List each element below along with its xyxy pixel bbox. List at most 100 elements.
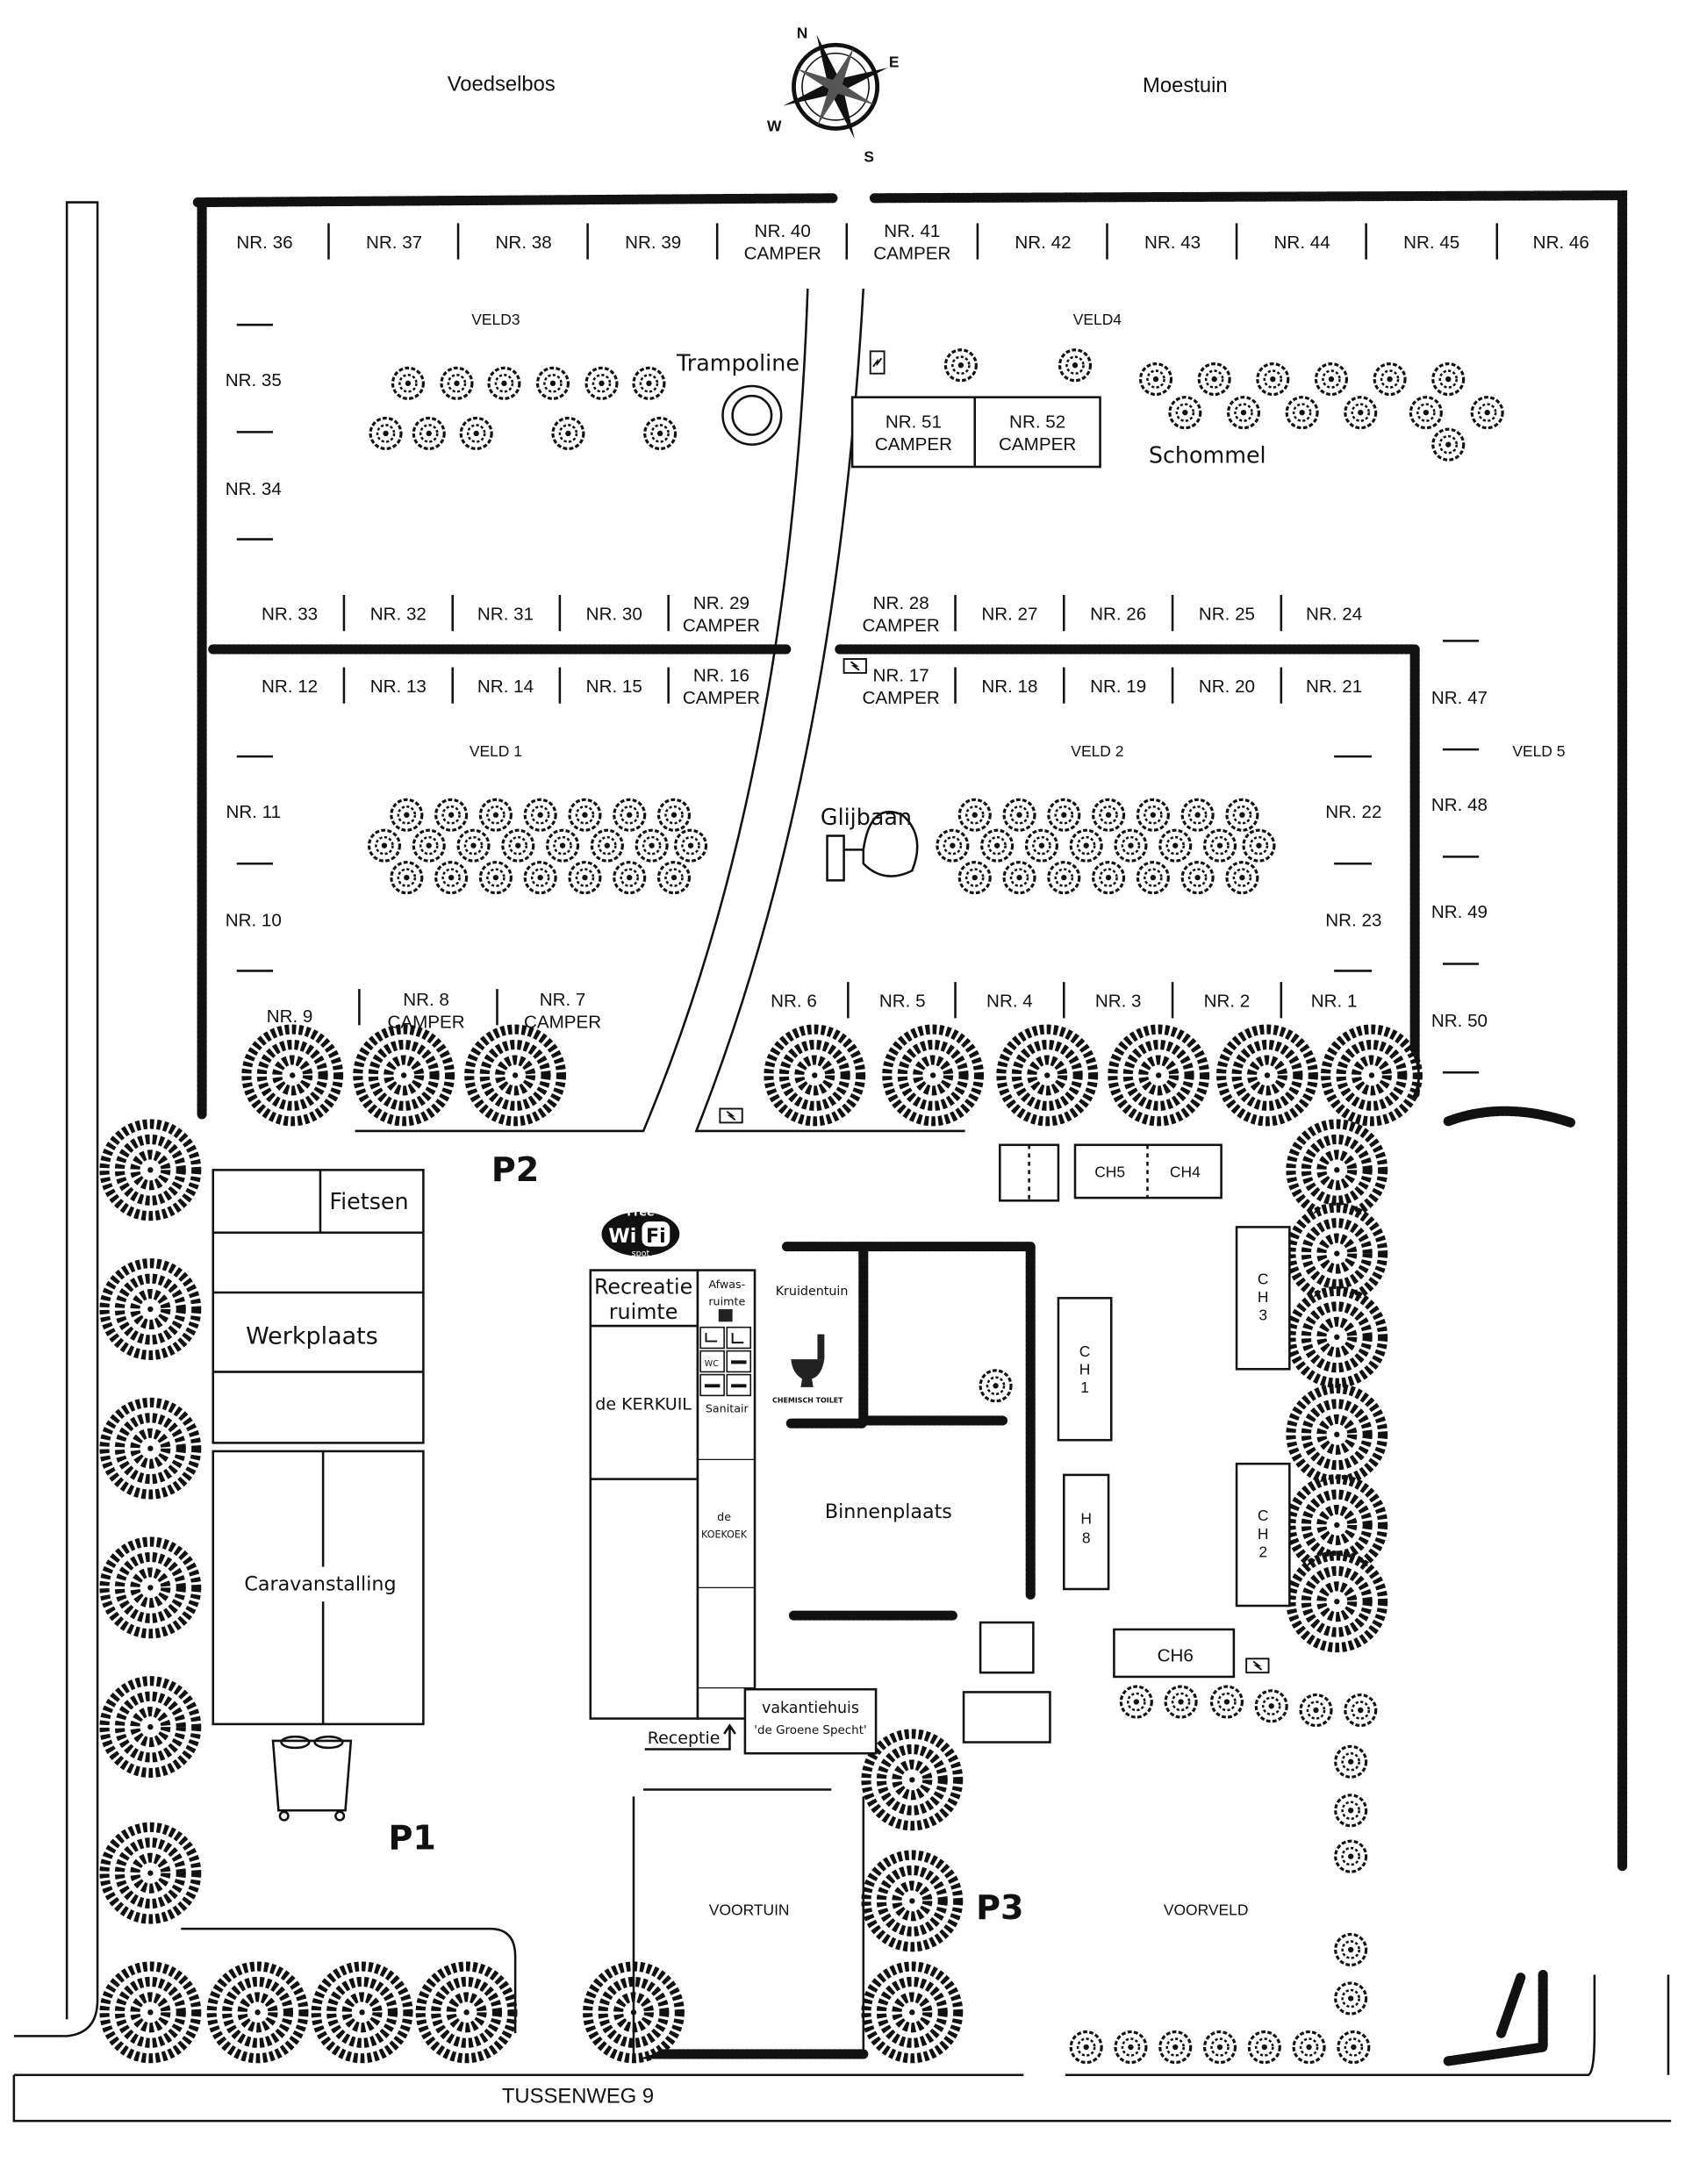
vakantiehuis-label: vakantiehuis [762,1700,859,1717]
electricity-icon [869,350,886,375]
voortuin-outline [632,1788,865,2054]
pitch-48[interactable]: NR. 48 [1431,795,1488,815]
pitch-22[interactable]: NR. 22 [1325,802,1381,822]
pitch-dividers [236,223,1499,1074]
koekoek-label: KOEKOEK [701,1529,748,1540]
arrow-up-icon [644,1723,736,1751]
pitch-26[interactable]: NR. 26 [1090,605,1146,625]
pitch-9[interactable]: NR. 9 [267,1006,313,1027]
pitch-20[interactable]: NR. 20 [1199,677,1255,697]
pitch-34[interactable]: NR. 34 [226,479,282,499]
recreatie-label: Recreatie [594,1275,692,1300]
groene-specht-label: 'de Groene Specht' [754,1723,866,1737]
schommel-label: Schommel [1149,441,1266,468]
dishwashing-icon [718,1309,733,1322]
parking-p3: P3 [976,1888,1023,1927]
pitch-3[interactable]: NR. 3 [1095,992,1142,1012]
pitch-19[interactable]: NR. 19 [1090,677,1146,697]
koekoek-de: de [717,1510,731,1523]
pitch-38[interactable]: NR. 38 [496,233,552,253]
compass-w: W [767,118,782,135]
pitch-5[interactable]: NR. 5 [879,992,926,1012]
pitch-51[interactable]: NR. 51 [886,412,942,433]
wc-icon: WC [705,1359,719,1369]
h8-label: H8 [1080,1509,1092,1546]
pitch-40[interactable]: NR. 40 [755,221,811,241]
pitch-24[interactable]: NR. 24 [1306,605,1362,625]
field-veld2: VELD 2 [1071,742,1123,760]
pitch-11[interactable]: NR. 11 [226,802,281,822]
pitch-21[interactable]: NR. 21 [1306,677,1362,697]
moestuin-label: Moestuin [1143,74,1228,97]
pitch-29[interactable]: NR. 29 [693,593,749,613]
fietsen-label: Fietsen [329,1188,408,1214]
pitch-18[interactable]: NR. 18 [981,677,1037,697]
pitch-45[interactable]: NR. 45 [1403,233,1459,253]
pitch-47[interactable]: NR. 47 [1431,688,1488,708]
pitch-13[interactable]: NR. 13 [370,677,427,697]
pitch-37[interactable]: NR. 37 [366,233,422,253]
pitch-27[interactable]: NR. 27 [981,605,1037,625]
camper-29: CAMPER [683,615,760,635]
compass-e: E [889,54,900,71]
pitch-32[interactable]: NR. 32 [370,605,427,625]
pitch-7[interactable]: NR. 7 [540,990,586,1010]
glijbaan-label: Glijbaan [821,804,912,830]
waste-container-icon [271,1735,353,1822]
caravanstalling-label: Caravanstalling [244,1573,396,1596]
pitch-6[interactable]: NR. 6 [771,992,817,1012]
pitch-14[interactable]: NR. 14 [477,677,534,697]
ch3-label: CH3 [1258,1270,1269,1323]
caravanstalling-building [212,1450,425,1726]
pitch-25[interactable]: NR. 25 [1199,605,1255,625]
chalets [962,1143,1291,1744]
electricity-icon [842,658,867,674]
pitch-50[interactable]: NR. 50 [1431,1011,1488,1031]
pitch-2[interactable]: NR. 2 [1204,992,1251,1012]
pitch-39[interactable]: NR. 39 [625,233,681,253]
trampoline-icon [721,384,783,446]
slide-icon [826,810,919,882]
pitch-1[interactable]: NR. 1 [1311,992,1358,1012]
svg-text:2: 2 [1258,1543,1267,1560]
svg-text:1: 1 [1080,1378,1089,1396]
pitch-10[interactable]: NR. 10 [226,911,282,931]
pitch-42[interactable]: NR. 42 [1015,233,1071,253]
field-veld4: VELD4 [1073,311,1122,328]
parking-p2: P2 [491,1150,539,1189]
pitch-12[interactable]: NR. 12 [262,677,318,697]
pitch-4[interactable]: NR. 4 [986,992,1033,1012]
pitch-labels: NR. 36 NR. 37 NR. 38 NR. 39 NR. 40 CAMPE… [226,221,1589,1032]
afwas-label: Afwas- [708,1278,745,1291]
svg-text:H: H [1079,1361,1091,1378]
camper-52: CAMPER [999,434,1076,455]
pitch-52[interactable]: NR. 52 [1009,412,1065,433]
pitch-15[interactable]: NR. 15 [586,677,642,697]
chemisch-toilet-label: CHEMISCH TOILET [772,1396,843,1404]
pitch-8[interactable]: NR. 8 [403,990,449,1010]
pitch-44[interactable]: NR. 44 [1274,233,1330,253]
svg-text:C: C [1258,1507,1269,1524]
pitch-16[interactable]: NR. 16 [693,665,749,685]
camper-7: CAMPER [524,1013,601,1033]
pitch-36[interactable]: NR. 36 [236,233,292,253]
field-veld1: VELD 1 [470,742,522,760]
pitch-46[interactable]: NR. 46 [1533,233,1589,253]
pitch-28[interactable]: NR. 28 [873,593,929,613]
field-veld3: VELD3 [471,311,520,328]
pitch-43[interactable]: NR. 43 [1144,233,1201,253]
pitch-17[interactable]: NR. 17 [873,665,929,685]
ch2-label: CH2 [1258,1507,1269,1560]
pitch-33[interactable]: NR. 33 [262,605,318,625]
pitch-31[interactable]: NR. 31 [477,605,534,625]
camper-17: CAMPER [863,688,940,708]
receptie-label[interactable]: Receptie [648,1729,721,1748]
pitch-49[interactable]: NR. 49 [1431,902,1488,922]
pitch-41[interactable]: NR. 41 [884,221,940,241]
pitch-35[interactable]: NR. 35 [226,370,282,390]
pitch-30[interactable]: NR. 30 [586,605,642,625]
voedselbos-label: Voedselbos [448,73,556,97]
compass-s: S [864,148,874,166]
pitch-23[interactable]: NR. 23 [1325,911,1381,931]
